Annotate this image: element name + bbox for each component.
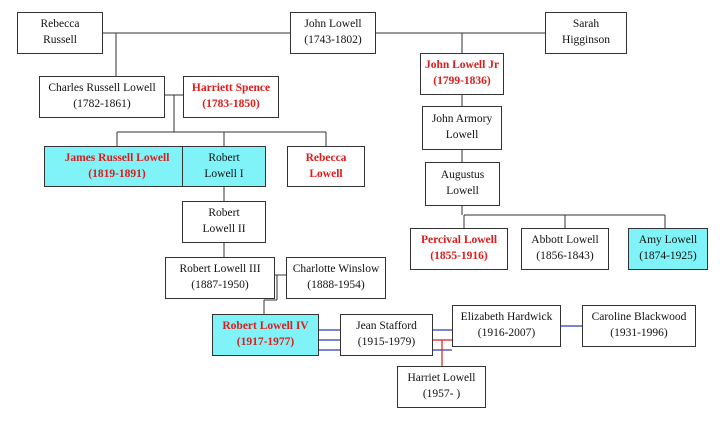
person-robert-lowell-iv: Robert Lowell IV (1917-1977) (212, 314, 319, 356)
person-name: Robert Lowell III (179, 263, 261, 276)
person-dates: (1856-1843) (536, 250, 594, 262)
person-robert-lowell-iii: Robert Lowell III (1887-1950) (165, 257, 275, 299)
person-augustus-lowell: Augustus Lowell (425, 162, 500, 206)
person-dates: (1782-1861) (73, 98, 131, 110)
person-name: Robert Lowell IV (222, 320, 309, 333)
person-sarah-higginson: Sarah Higginson (545, 12, 627, 54)
person-name: Lowell (446, 185, 479, 197)
person-dates: (1874-1925) (639, 250, 697, 262)
person-name: Robert (208, 151, 240, 164)
person-dates: (1888-1954) (307, 279, 365, 291)
person-name: John Armory (431, 113, 493, 126)
person-name: Jean Stafford (356, 320, 417, 333)
person-charles-russell-lowell: Charles Russell Lowell (1782-1861) (39, 76, 165, 118)
person-robert-lowell-ii: Robert Lowell II (182, 201, 266, 243)
person-dates: (1915-1979) (357, 336, 416, 348)
person-dates: (1957- ) (422, 388, 461, 400)
person-james-russell-lowell: James Russell Lowell (1819-1891) (44, 146, 190, 187)
person-name: Rebecca (40, 18, 80, 31)
person-name: Robert (208, 207, 240, 220)
person-name: Percival Lowell (420, 234, 498, 247)
person-dates: (1887-1950) (191, 279, 249, 291)
person-name: James Russell Lowell (64, 151, 170, 164)
person-abbott-lowell: Abbott Lowell (1856-1843) (521, 228, 609, 270)
person-dates: (1931-1996) (610, 327, 668, 339)
person-name: Lowell II (202, 223, 246, 235)
person-name: Lowell (445, 129, 479, 141)
person-dates: (1916-2007) (477, 327, 536, 339)
person-name: John Lowell Jr (424, 59, 500, 72)
person-name: Higginson (562, 34, 610, 46)
person-name: Harriett Spence (191, 82, 271, 95)
person-john-lowell-jr: John Lowell Jr (1799-1836) (420, 53, 504, 95)
person-elizabeth-hardwick: Elizabeth Hardwick (1916-2007) (452, 305, 561, 347)
person-amy-lowell: Amy Lowell (1874-1925) (628, 228, 708, 270)
person-robert-lowell-i: Robert Lowell I (182, 146, 266, 187)
person-dates: (1819-1891) (88, 167, 146, 180)
person-john-armory-lowell: John Armory Lowell (422, 106, 502, 150)
person-dates: (1799-1836) (433, 75, 491, 87)
person-charlotte-winslow: Charlotte Winslow (1888-1954) (286, 257, 386, 299)
person-harriett-spence: Harriett Spence (1783-1850) (183, 76, 279, 118)
person-name: Russell (43, 34, 77, 46)
person-name: Lowell I (204, 167, 244, 180)
person-name: Augustus (440, 169, 485, 182)
person-john-lowell-1743: John Lowell (1743-1802) (290, 12, 376, 54)
person-name: Caroline Blackwood (591, 311, 687, 324)
person-rebecca-russell: Rebecca Russell (17, 12, 103, 54)
person-name: Abbott Lowell (531, 234, 599, 247)
person-name: Amy Lowell (638, 234, 698, 247)
person-name: Harriet Lowell (407, 372, 476, 385)
person-name: Charlotte Winslow (292, 263, 380, 276)
person-dates: (1783-1850) (202, 98, 260, 110)
person-name: Charles Russell Lowell (48, 82, 156, 95)
person-name: Sarah (572, 18, 600, 31)
person-rebecca-lowell: Rebecca Lowell (287, 146, 365, 187)
person-dates: (1855-1916) (430, 250, 488, 262)
person-harriet-lowell: Harriet Lowell (1957- ) (397, 366, 486, 408)
person-dates: (1917-1977) (236, 336, 295, 348)
person-caroline-blackwood: Caroline Blackwood (1931-1996) (582, 305, 696, 347)
person-name: Lowell (309, 167, 343, 180)
person-dates: (1743-1802) (304, 34, 362, 46)
person-name: Rebecca (305, 151, 347, 164)
person-name: Elizabeth Hardwick (460, 311, 553, 324)
person-jean-stafford: Jean Stafford (1915-1979) (340, 314, 433, 356)
person-name: John Lowell (304, 18, 362, 31)
person-percival-lowell: Percival Lowell (1855-1916) (410, 228, 508, 270)
